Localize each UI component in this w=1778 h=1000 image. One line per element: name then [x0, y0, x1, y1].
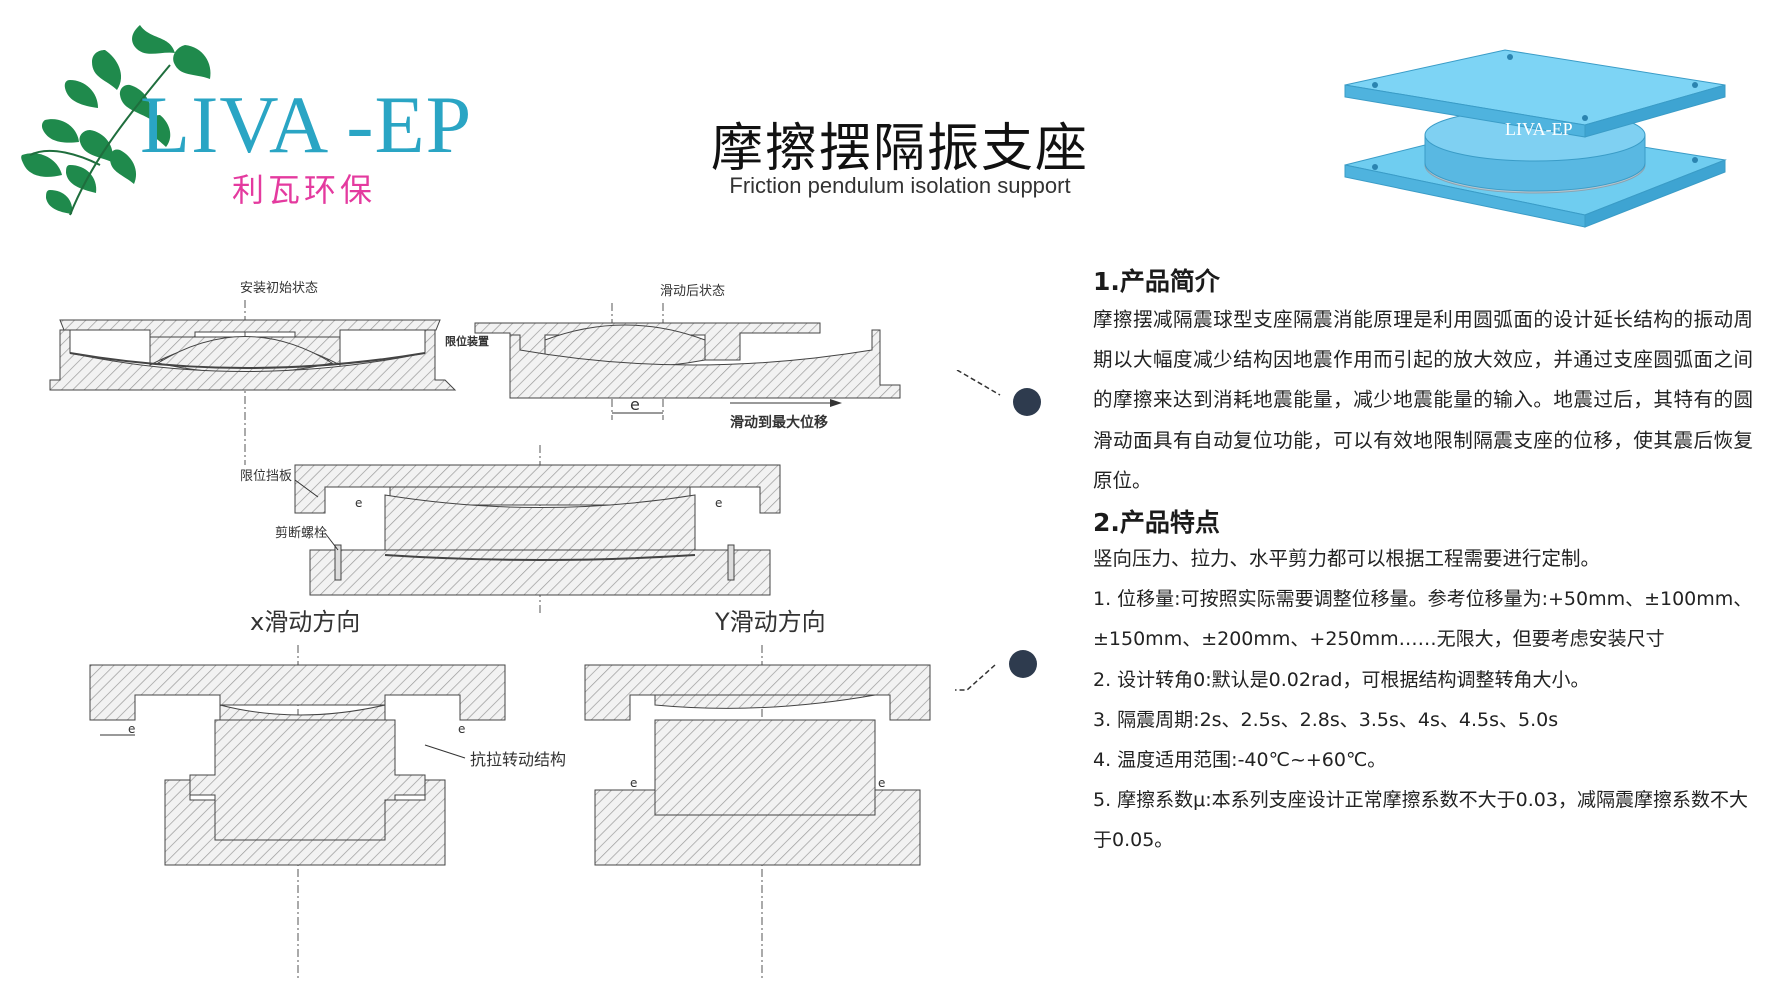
- label-shear-bolt: 剪断螺栓: [275, 525, 327, 541]
- feature-item: 3. 隔震周期:2s、2.5s、2.8s、3.5s、4s、4.5s、5.0s: [1093, 708, 1559, 731]
- fig-after-slide: 滑动后状态 限位装置 e 滑动到最大位移: [445, 284, 901, 431]
- page-title: 摩擦摆隔振支座: [710, 119, 1089, 179]
- intro-body: 摩擦摆减隔震球型支座隔震消能原理是利用圆弧面的设计延长结构的振动周期以大幅度减少…: [1093, 308, 1753, 492]
- feature-item: 4. 温度适用范围:-40℃~+60℃。: [1093, 749, 1387, 772]
- fig-x-direction: x滑动方向 e e 抗拉转动结构: [89, 608, 566, 980]
- label-e-5: e: [458, 722, 465, 736]
- label-after-slide: 滑动后状态: [660, 284, 725, 299]
- page-subtitle: Friction pendulum isolation support: [729, 173, 1071, 198]
- label-e-1: e: [630, 395, 640, 414]
- label-e-3: e: [715, 496, 722, 510]
- fig-limit-structure: 限位挡板 剪断螺栓 e e: [240, 445, 781, 615]
- product-image: LIVA-EP: [1344, 49, 1727, 228]
- brand-name: LIVA -EP: [140, 79, 473, 170]
- intro-heading: 1.产品简介: [1093, 267, 1220, 296]
- product-watermark: LIVA-EP: [1505, 119, 1573, 139]
- label-e-7: e: [878, 776, 885, 790]
- fig-install-state: 安装初始状态: [49, 281, 457, 465]
- label-y-direction: Y滑动方向: [714, 608, 826, 636]
- features-lead: 竖向压力、拉力、水平剪力都可以根据工程需要进行定制。: [1093, 547, 1601, 571]
- label-limit-device: 限位装置: [445, 334, 489, 348]
- label-e-4: e: [128, 722, 135, 736]
- label-e-6: e: [630, 776, 637, 790]
- label-e-2: e: [355, 496, 362, 510]
- logo-leaves: [21, 25, 211, 216]
- feature-item: 2. 设计转角0:默认是0.02rad，可根据结构调整转角大小。: [1093, 668, 1590, 691]
- feature-item: 1. 位移量:可按照实际需要调整位移量。参考位移量为:+50mm、±100mm、…: [1093, 588, 1753, 651]
- callout-lines: [955, 370, 1001, 691]
- label-limit-plate: 限位挡板: [240, 469, 292, 484]
- label-tension-rotation: 抗拉转动结构: [470, 750, 566, 769]
- feature-item: 5. 摩擦系数μ:本系列支座设计正常摩擦系数不大于0.03，减隔震摩擦系数不大于…: [1093, 789, 1748, 852]
- technical-diagram: 安装初始状态 滑动后状态 限位装置 e 滑动到最大位移 限位挡板: [49, 281, 931, 980]
- brand-name-cn: 利瓦环保: [232, 171, 377, 209]
- description-panel: 1.产品简介 摩擦摆减隔震球型支座隔震消能原理是利用圆弧面的设计延长结构的振动周…: [1093, 262, 1753, 861]
- label-x-direction: x滑动方向: [250, 608, 360, 636]
- label-install-state: 安装初始状态: [240, 281, 318, 296]
- callout-dot-1: [1013, 388, 1041, 416]
- fig-y-direction: Y滑动方向 e e: [584, 608, 931, 980]
- callout-dot-2: [1009, 650, 1037, 678]
- features-heading: 2.产品特点: [1093, 508, 1220, 538]
- label-slide-max: 滑动到最大位移: [730, 414, 828, 431]
